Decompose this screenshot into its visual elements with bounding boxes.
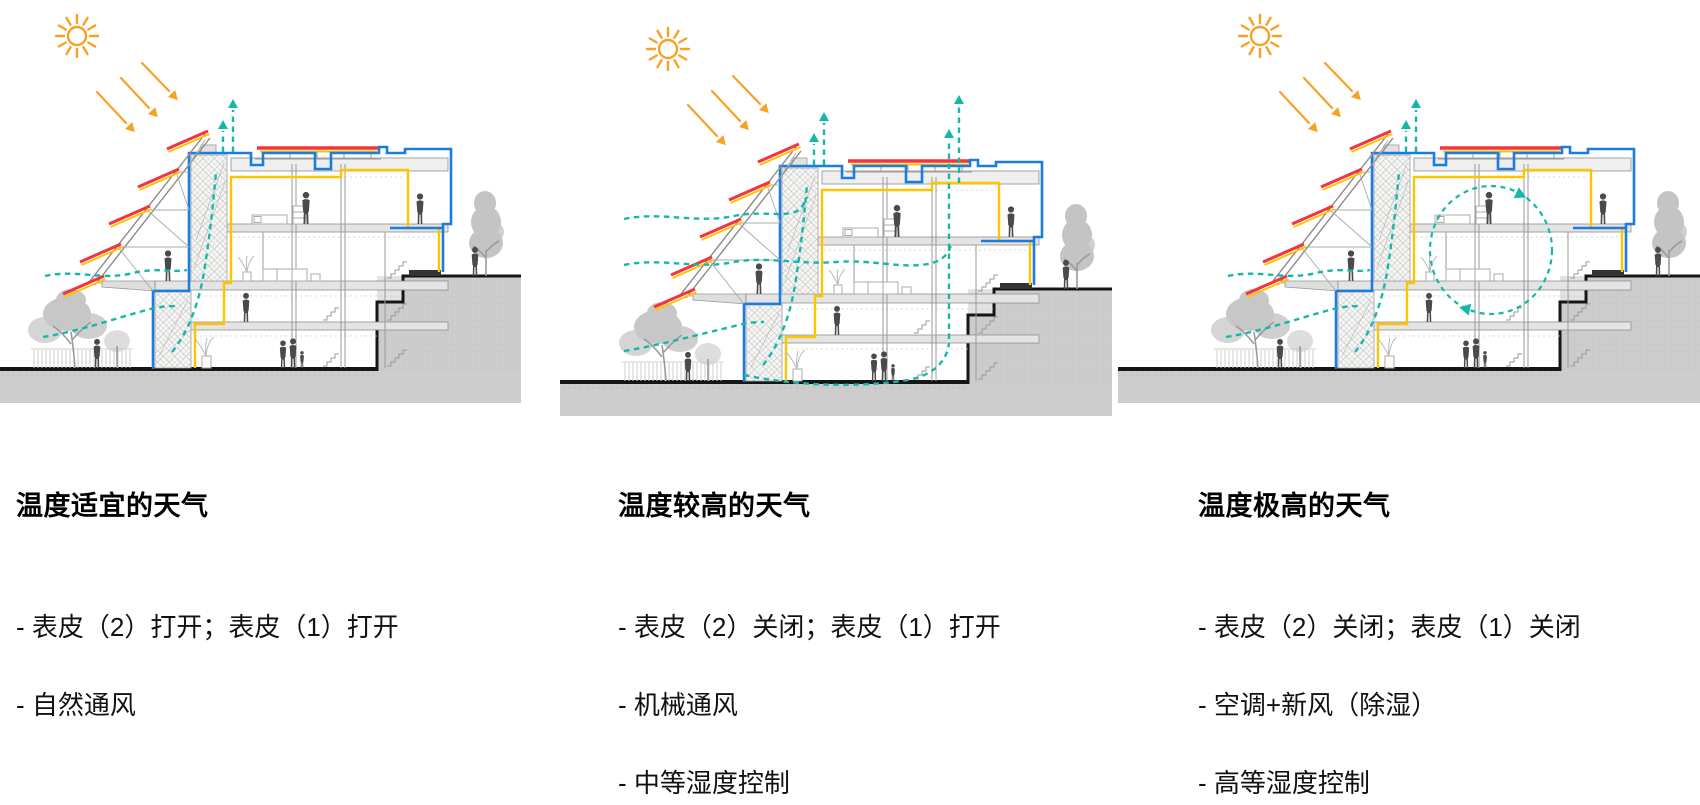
panel-hot-weather: 温度极高的天气 - 表皮（2）关闭；表皮（1）关闭 - 空调+新风（除湿） - … [1198, 0, 1700, 805]
strategy-bullet: - 表皮（2）打开；表皮（1）打开 [16, 612, 399, 642]
panel-title: 温度极高的天气 [1198, 491, 1391, 521]
strategy-bullet: - 中等湿度控制 [618, 768, 790, 798]
strategy-bullet: - 空调+新风（除湿） [1198, 690, 1438, 720]
strategy-bullet: - 表皮（2）关闭；表皮（1）关闭 [1198, 612, 1581, 642]
strategy-bullet: - 表皮（2）关闭；表皮（1）打开 [618, 612, 1001, 642]
strategy-bullet: - 高等湿度控制 [1198, 768, 1370, 798]
strategy-bullet: - 机械通风 [618, 690, 738, 720]
airflow-arrows-recirculation [1224, 97, 1554, 354]
airflow-arrows-mechanical [623, 95, 964, 387]
panel-comfortable-weather: 温度适宜的天气 - 表皮（2）打开；表皮（1）打开 - 自然通风 [16, 0, 556, 805]
panel-warm-weather: 温度较高的天气 - 表皮（2）关闭；表皮（1）打开 - 机械通风 - 中等湿度控… [618, 0, 1158, 805]
building-section-diagram-warm [560, 26, 1120, 430]
strategy-bullet: - 自然通风 [16, 690, 136, 720]
panel-title: 温度较高的天气 [618, 491, 811, 521]
panel-title: 温度适宜的天气 [16, 491, 209, 521]
building-section-diagram-hot [1100, 13, 1700, 430]
